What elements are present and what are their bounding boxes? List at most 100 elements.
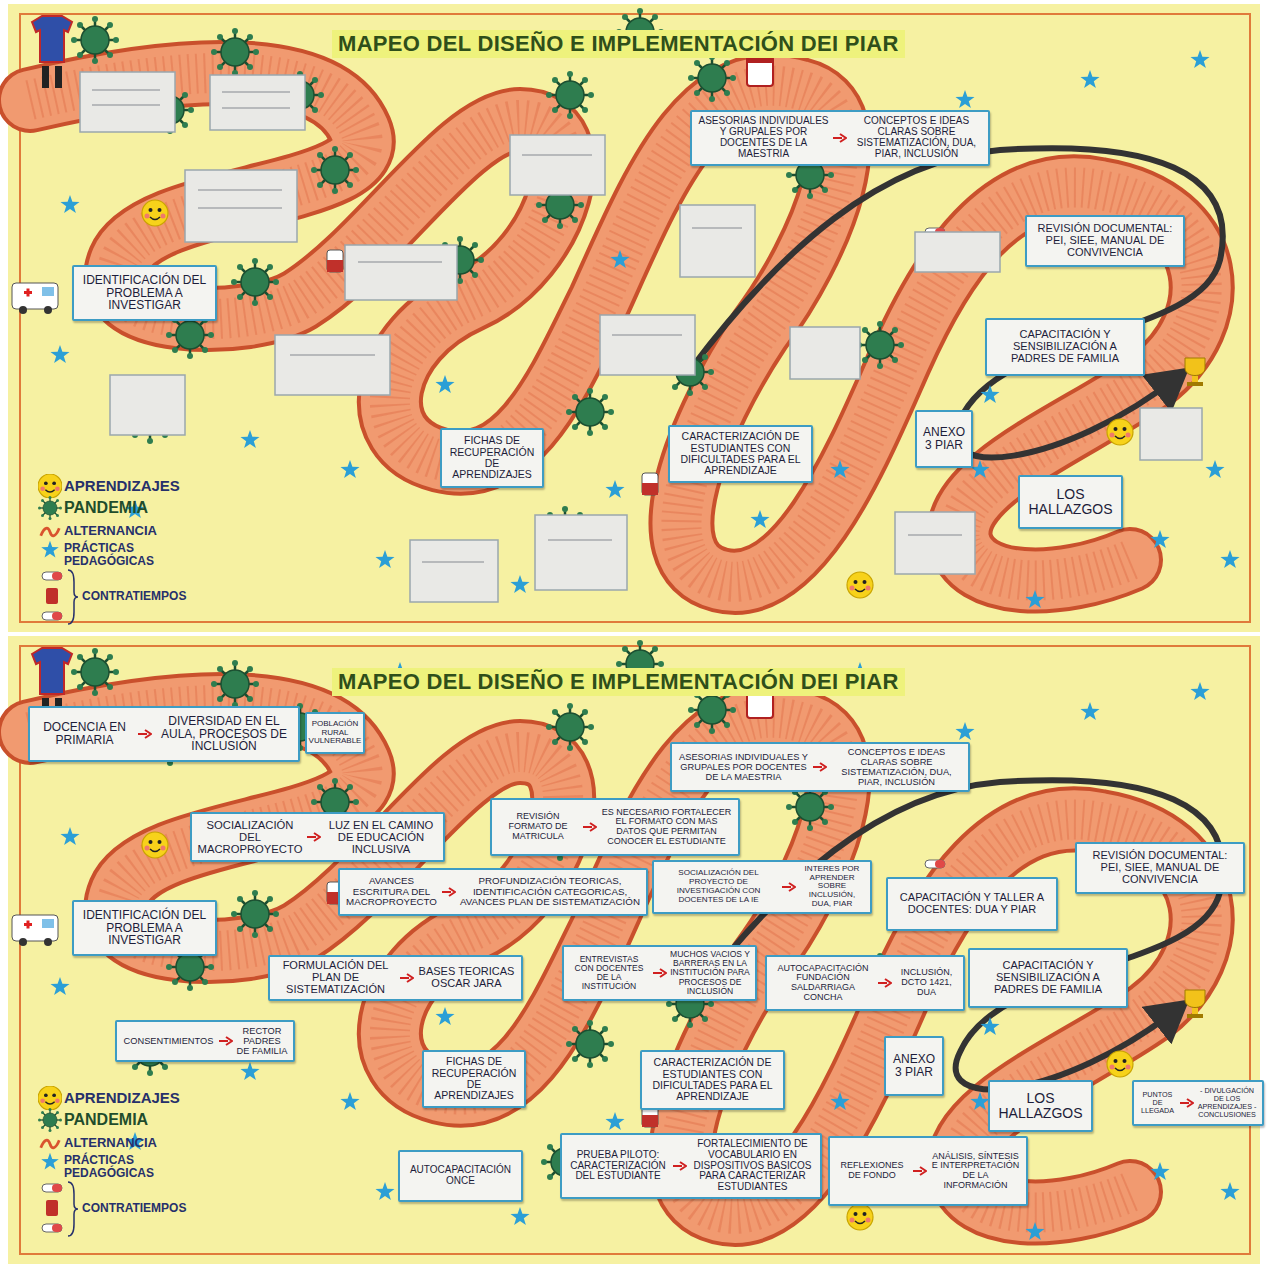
process-box: REVISIÓN DOCUMENTAL: PEI, SIEE, MANUAL D… bbox=[1025, 215, 1185, 267]
process-box: REVISIÓN DOCUMENTAL: PEI, SIEE, MANUAL D… bbox=[1075, 842, 1245, 894]
red-arrow bbox=[219, 1036, 233, 1046]
red-arrow-path bbox=[782, 883, 795, 891]
node-text: ASESORIAS INDIVIDUALES Y GRUPALES POR DO… bbox=[677, 752, 810, 782]
node-note: MUCHOS VACIOS Y BARRERAS EN LA INSTITUCI… bbox=[670, 950, 750, 996]
process-flap: CONSENTIMIENTOSRECTOR PADRES DE FAMILIA bbox=[115, 1020, 295, 1062]
legend-symbol bbox=[38, 496, 62, 520]
red-arrow bbox=[653, 968, 667, 978]
legend-icon bbox=[38, 496, 62, 520]
legend-symbol bbox=[41, 1140, 59, 1148]
node-text: FICHAS DE RECUPERACIÓN DE APRENDIZAJES bbox=[429, 1056, 519, 1101]
legend-symbol bbox=[46, 588, 58, 604]
legend-symbol bbox=[38, 1108, 62, 1132]
legend-icon bbox=[38, 1150, 62, 1174]
poster-title: MAPEO DEL DISEÑO E IMPLEMENTACIÓN DEI PI… bbox=[332, 30, 905, 58]
legend-text: PANDEMIA bbox=[64, 500, 148, 517]
legend-symbol bbox=[42, 1184, 62, 1192]
red-arrow-path bbox=[138, 730, 151, 738]
legend-symbol bbox=[42, 612, 62, 620]
process-flap: AVANCES ESCRITURA DEL MACROPROYECTO PROFU… bbox=[338, 868, 648, 916]
node-note: ANÁLISIS, SÍNTESIS E INTERPRETACIÓN DE L… bbox=[930, 1152, 1021, 1191]
red-arrow bbox=[307, 832, 321, 842]
process-flap: SOCIALIZACIÓN DEL PROYECTO DE INVESTIGAC… bbox=[652, 860, 872, 914]
red-arrow-path bbox=[913, 1167, 926, 1175]
red-arrow-path bbox=[878, 979, 891, 987]
red-arrow bbox=[138, 729, 152, 739]
node-text: AVANCES ESCRITURA DEL MACROPROYECTO bbox=[345, 876, 438, 908]
process-box: CARACTERIZACIÓN DE ESTUDIANTES CON DIFIC… bbox=[668, 425, 813, 483]
legend-icon bbox=[38, 568, 78, 626]
legend-text: ALTERNANCIA bbox=[64, 524, 157, 538]
node-note: FORTALECIMIENTO DE VOCABULARIO EN DISPOS… bbox=[690, 1139, 815, 1193]
red-arrow bbox=[1180, 1098, 1194, 1108]
node-text: LOS HALLAZGOS bbox=[995, 1091, 1086, 1121]
process-box: ANEXO 3 PIAR bbox=[915, 410, 973, 468]
node-note: LUZ EN EL CAMINO DE EDUCACIÓN INCLUSIVA bbox=[324, 819, 438, 855]
node-text: CARACTERIZACIÓN DE ESTUDIANTES CON DIFIC… bbox=[675, 431, 806, 476]
node-text: CARACTERIZACIÓN DE ESTUDIANTES CON DIFIC… bbox=[647, 1057, 778, 1102]
red-arrow bbox=[782, 882, 796, 892]
legend-icon bbox=[38, 1132, 62, 1156]
node-text: FICHAS DE RECUPERACIÓN DE APRENDIZAJES bbox=[447, 435, 537, 480]
legend-symbol bbox=[41, 1153, 59, 1170]
node-text: IDENTIFICACIÓN DEL PROBLEMA A INVESTIGAR bbox=[79, 909, 210, 948]
node-text: CAPACITACIÓN Y TALLER A DOCENTES: DUA Y … bbox=[893, 892, 1051, 916]
node-text: IDENTIFICACIÓN DEL PROBLEMA A INVESTIGAR bbox=[79, 274, 210, 313]
node-text: AUTOCAPACITACIÓN FUNDACIÓN SALDARRIAGA C… bbox=[772, 964, 874, 1003]
red-arrow-path bbox=[400, 974, 413, 982]
legend-icon bbox=[38, 538, 62, 562]
node-text: ANEXO 3 PIAR bbox=[891, 1053, 937, 1079]
red-arrow-path bbox=[673, 1162, 686, 1170]
node-text: CAPACITACIÓN Y SENSIBILIZACIÓN A PADRES … bbox=[992, 329, 1138, 365]
red-arrow-path bbox=[1180, 1099, 1193, 1107]
node-note: DIVERSIDAD EN EL AULA, PROCESOS DE INCLU… bbox=[155, 715, 293, 754]
process-box: CARACTERIZACIÓN DE ESTUDIANTES CON DIFIC… bbox=[640, 1050, 785, 1110]
red-arrow-path bbox=[442, 888, 455, 896]
node-text: REFLEXIONES DE FONDO bbox=[835, 1161, 909, 1180]
legend-symbol bbox=[41, 541, 59, 558]
process-box: LOS HALLAZGOS bbox=[988, 1080, 1093, 1132]
process-box: FICHAS DE RECUPERACIÓN DE APRENDIZAJES bbox=[422, 1050, 526, 1108]
process-flap: AUTOCAPACITACIÓN FUNDACIÓN SALDARRIAGA C… bbox=[765, 955, 965, 1011]
process-box: AUTOCAPACITACIÓN ONCE bbox=[398, 1150, 523, 1202]
node-note: CONCEPTOS E IDEAS CLARAS SOBRE SISTEMATI… bbox=[830, 747, 963, 787]
node-text: AUTOCAPACITACIÓN ONCE bbox=[405, 1165, 516, 1187]
legend-text: PANDEMIA bbox=[64, 1112, 148, 1129]
node-note: INTERES POR APRENDER SOBRE INCLUSIÓN, DU… bbox=[799, 865, 865, 909]
legend-icon bbox=[38, 474, 62, 498]
node-note: CONCEPTOS E IDEAS CLARAS SOBRE SISTEMATI… bbox=[850, 116, 983, 159]
legend-text: APRENDIZAJES bbox=[64, 478, 180, 494]
red-arrow bbox=[673, 1161, 687, 1171]
node-text: REVISIÓN DOCUMENTAL: PEI, SIEE, MANUAL D… bbox=[1082, 850, 1238, 886]
process-box: ANEXO 3 PIAR bbox=[884, 1036, 944, 1096]
red-arrow-path bbox=[219, 1037, 232, 1045]
red-arrow bbox=[878, 978, 892, 988]
legend-symbol bbox=[38, 474, 62, 498]
legend-symbol bbox=[42, 572, 62, 580]
process-box: CAPACITACIÓN Y SENSIBILIZACIÓN A PADRES … bbox=[968, 948, 1128, 1008]
process-flap: SOCIALIZACIÓN DEL MACROPROYECTOLUZ EN EL… bbox=[190, 812, 445, 862]
process-flap: REVISIÓN FORMATO DE MATRICULAES NECESARI… bbox=[490, 798, 740, 856]
legend-symbol bbox=[42, 1224, 62, 1232]
legend-icon bbox=[38, 520, 62, 544]
process-flap: ASESORIAS INDIVIDUALES Y GRUPALES POR DO… bbox=[670, 742, 970, 792]
red-arrow bbox=[583, 822, 597, 832]
legend-icon bbox=[38, 1108, 62, 1132]
node-text: POBLACIÓN RURAL VULNERABLE bbox=[309, 720, 362, 746]
red-arrow-path bbox=[813, 763, 826, 771]
legend-text: CONTRATIEMPOS bbox=[82, 1202, 186, 1215]
node-text: FORMULACIÓN DEL PLAN DE SISTEMATIZACIÓN bbox=[275, 960, 396, 996]
node-note: RECTOR PADRES DE FAMILIA bbox=[236, 1026, 288, 1056]
legend-symbol bbox=[38, 1086, 62, 1110]
process-box: CAPACITACIÓN Y SENSIBILIZACIÓN A PADRES … bbox=[985, 318, 1145, 376]
node-text: PUNTOS DE LLEGADA bbox=[1139, 1091, 1176, 1114]
red-arrow-path bbox=[653, 969, 666, 977]
red-arrow bbox=[813, 762, 827, 772]
red-arrow bbox=[400, 973, 414, 983]
node-note: PROFUNDIZACIÓN TEORICAS, IDENTIFICACIÓN … bbox=[459, 876, 641, 908]
node-note: BASES TEORICAS OSCAR JARA bbox=[417, 966, 516, 990]
red-arrow-path bbox=[583, 823, 596, 831]
red-arrow bbox=[442, 887, 456, 897]
process-flap: REFLEXIONES DE FONDO ANÁLISIS, SÍNTESIS E… bbox=[828, 1136, 1028, 1206]
